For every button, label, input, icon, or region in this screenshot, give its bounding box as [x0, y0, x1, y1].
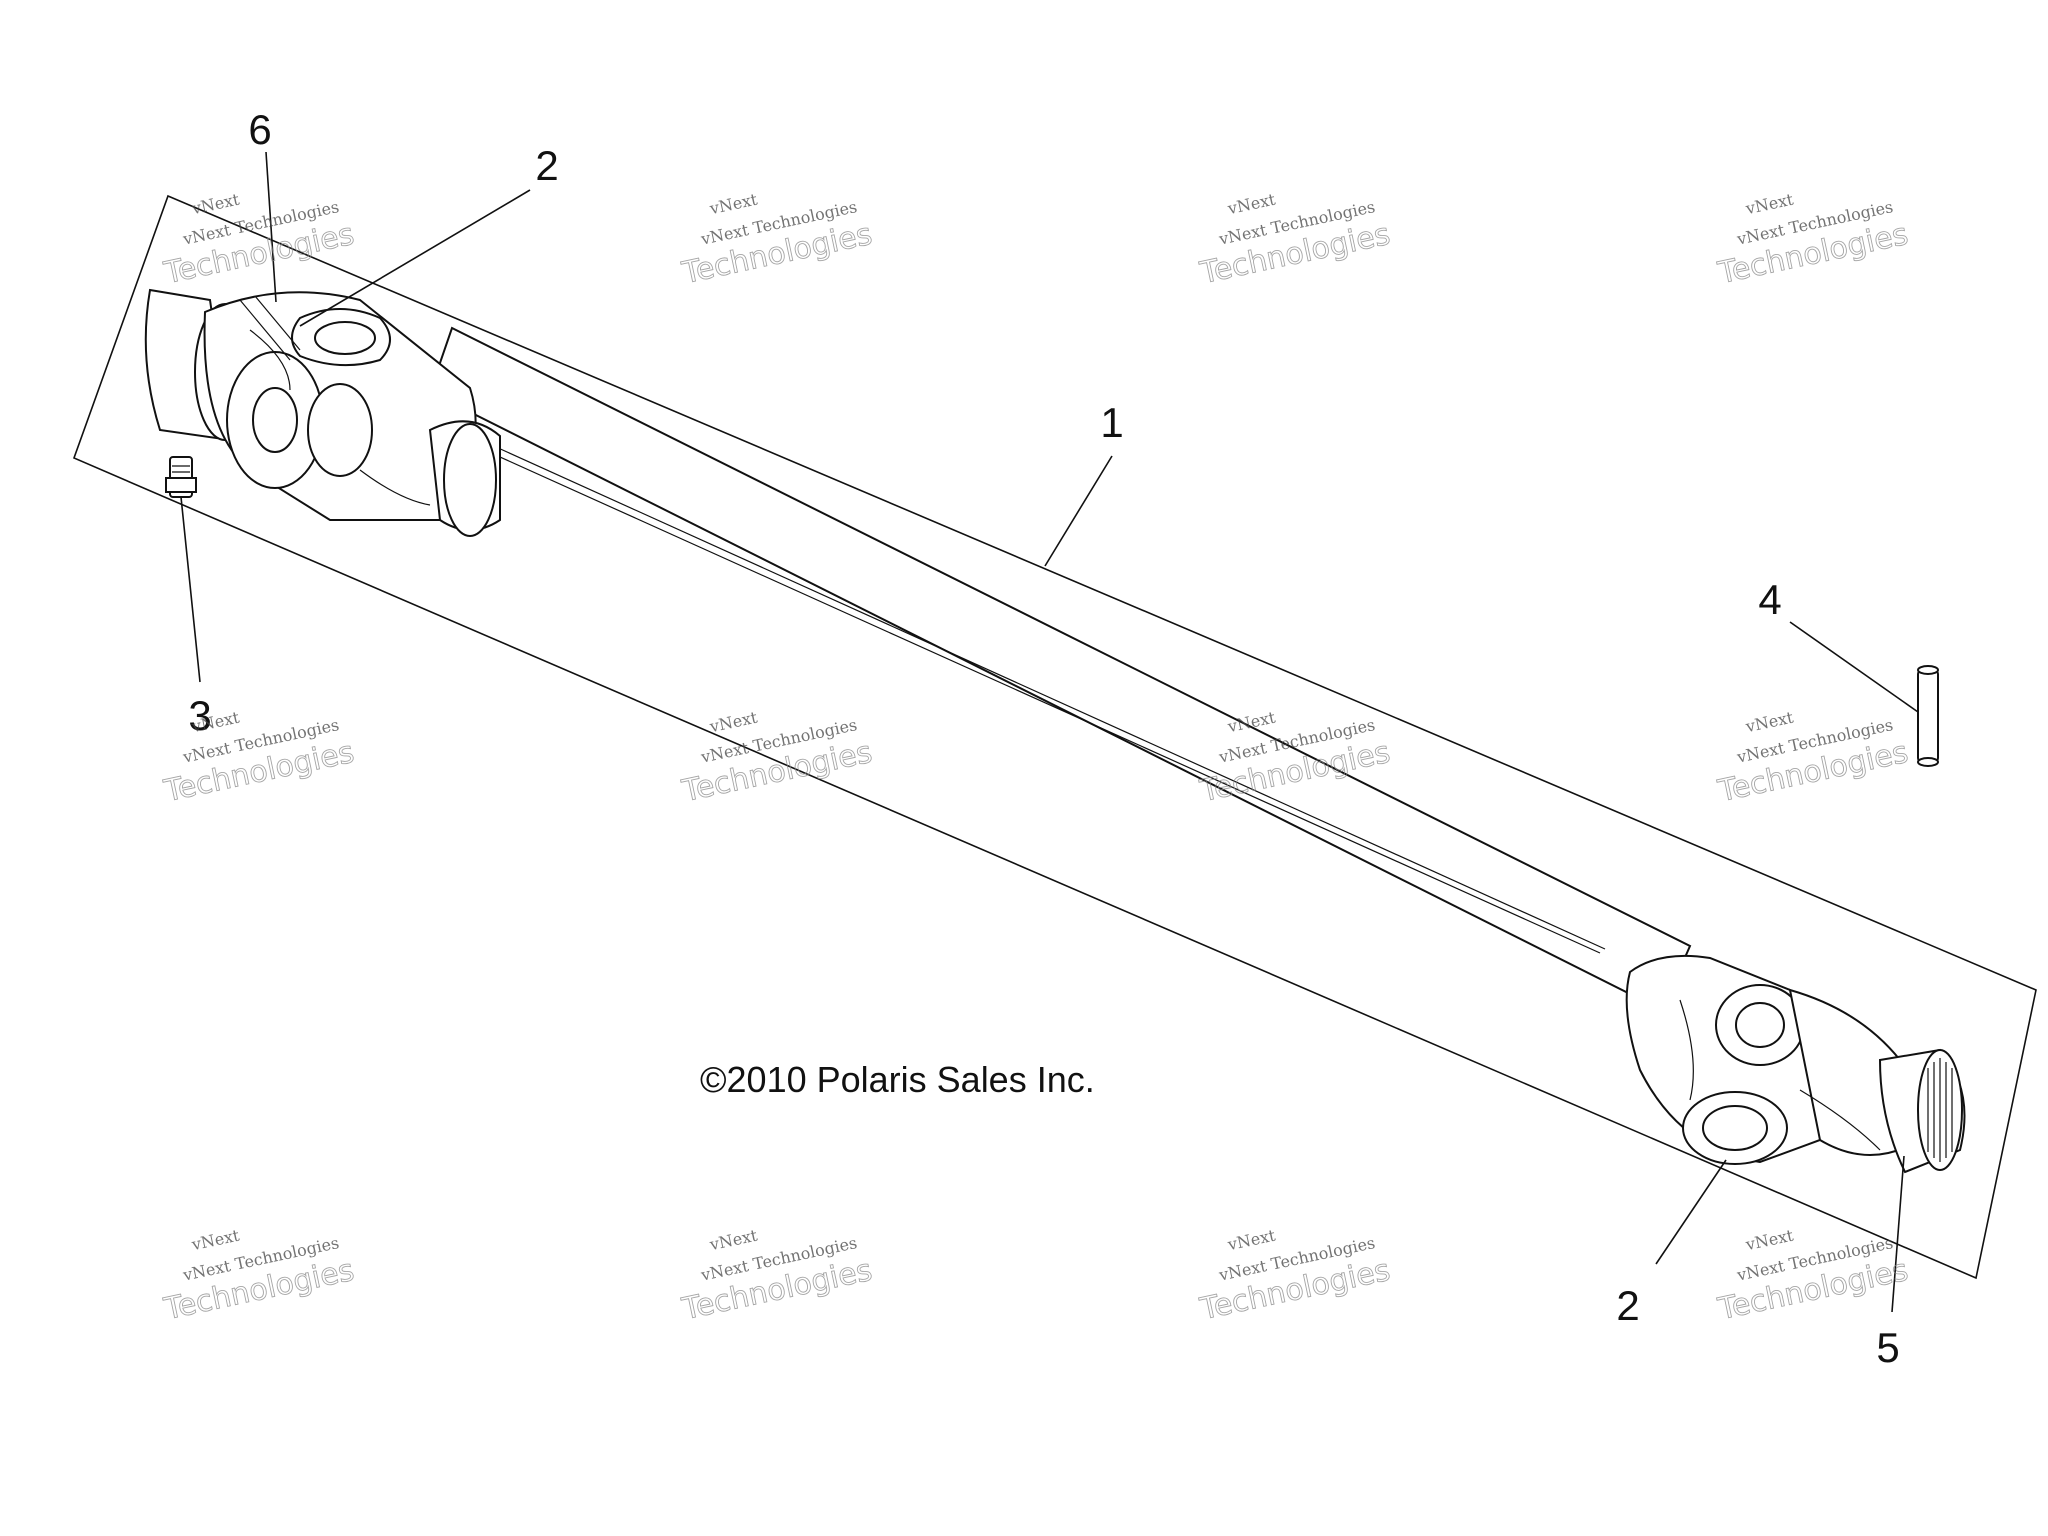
left-universal-joint [144, 288, 501, 537]
driveshaft-tube [428, 326, 1692, 1012]
svg-text:vNext: vNext [1743, 190, 1795, 219]
callout-2-bottom: 2 [1616, 1282, 1639, 1329]
callout-5: 5 [1876, 1324, 1899, 1371]
watermark-grid: vNext vNext Technologies Technologies vN… [160, 190, 1912, 1328]
callout-2-top: 2 [535, 142, 558, 189]
callout-4: 4 [1758, 576, 1781, 623]
copyright-notice: ©2010 Polaris Sales Inc. [700, 1059, 1095, 1100]
spline-teeth [1927, 1058, 1953, 1162]
watermark: vNext vNext Technologies Technologies [1714, 190, 1912, 292]
right-universal-joint [1625, 954, 1966, 1174]
svg-text:vNext: vNext [1743, 708, 1795, 737]
callout-1: 1 [1100, 399, 1123, 446]
svg-text:vNext: vNext [707, 1226, 759, 1255]
watermark: vNext vNext Technologies Technologies [678, 1226, 876, 1328]
callout-3: 3 [188, 692, 211, 739]
watermark: vNext vNext Technologies Technologies [1714, 708, 1912, 810]
svg-text:vNext: vNext [1225, 1226, 1277, 1255]
svg-text:vNext: vNext [189, 1226, 241, 1255]
callout-6: 6 [248, 106, 271, 153]
watermark: vNext vNext Technologies Technologies [160, 1226, 358, 1328]
watermark: vNext vNext Technologies Technologies [160, 190, 358, 292]
watermark: vNext vNext Technologies Technologies [678, 190, 876, 292]
watermark: vNext vNext Technologies Technologies [1196, 190, 1394, 292]
svg-text:vNext: vNext [1743, 1226, 1795, 1255]
svg-text:vNext: vNext [707, 708, 759, 737]
watermark: vNext vNext Technologies Technologies [1714, 1226, 1912, 1328]
svg-text:vNext: vNext [707, 190, 759, 219]
watermark: vNext vNext Technologies Technologies [160, 708, 358, 810]
watermark: vNext vNext Technologies Technologies [1196, 1226, 1394, 1328]
roll-pin [1917, 665, 1939, 767]
leader-lines [180, 151, 1919, 1313]
grease-fitting [165, 456, 197, 498]
svg-text:vNext: vNext [1225, 190, 1277, 219]
svg-text:vNext: vNext [189, 190, 241, 219]
assembly-outline-box [72, 194, 2037, 1280]
